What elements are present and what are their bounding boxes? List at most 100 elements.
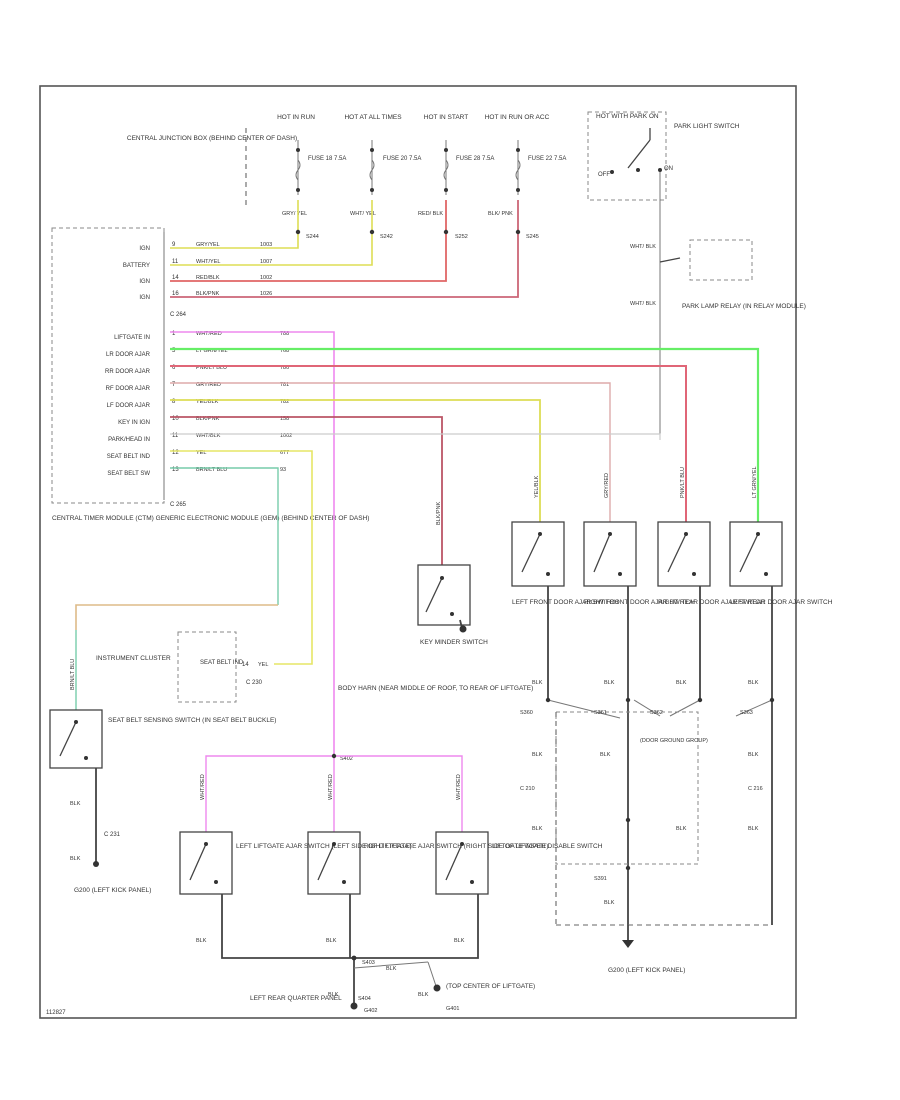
liftgate-blk-4: BLK (386, 966, 397, 972)
ctm-pin-circuit: 93 (280, 467, 286, 473)
door-connector-left: C 210 (520, 786, 535, 792)
feed-splice-2: S242 (380, 234, 393, 240)
ctm-pin-circuit: 1002 (280, 433, 292, 439)
ctm-pin-wire: WHT/BLK (196, 433, 221, 439)
door-ajar-switch-rr: RIGHT REAR DOOR AJAR SWITCH (657, 521, 765, 606)
ctm-pin-name: RR DOOR AJAR (105, 369, 151, 375)
liftgate-splice-s404: S404 (358, 996, 371, 1002)
body-harness-note: BODY HARN (NEAR MIDDLE OF ROOF, TO REAR … (338, 685, 533, 692)
door-ajar-switch-lf: LEFT FRONT DOOR AJAR SWITCH (511, 521, 619, 606)
ctm-pin-name: BATTERY (123, 263, 150, 269)
key-minder-switch: KEY MINDER SWITCH (417, 564, 488, 646)
door-wire-blk-10: BLK (748, 826, 759, 832)
ctm-pin-wire: BLK/PNK (196, 291, 220, 297)
feed-splice-4: S245 (526, 234, 539, 240)
ctm-pin-number: 10 (172, 416, 179, 422)
liftgate-switch-right: RIGHT LIFTGATE AJAR SWITCH (RIGHT SIDE O… (307, 831, 548, 895)
ctm-pin-number: 1 (172, 331, 176, 337)
ctm-pin-name: KEY IN IGN (118, 420, 150, 426)
liftgate-switch-left: LEFT LIFTGATE AJAR SWITCH (LEFT SIDE OF … (179, 831, 412, 895)
liftgate-switch-label: LIFTGATE WIPER DISABLE SWITCH (492, 843, 603, 850)
power-label-2: HOT AT ALL TIMES (344, 114, 402, 121)
ctm-pin-13: SEAT BELT SW 13 BRN/LT BLU 93 (107, 467, 286, 477)
seat-belt-ground-label: G200 (LEFT KICK PANEL) (74, 887, 151, 894)
liftgate-switch-label: RIGHT LIFTGATE AJAR SWITCH (RIGHT SIDE O… (364, 843, 548, 850)
park-light-switch-icon (610, 128, 662, 174)
ctm-pin-circuit: 768 (280, 348, 289, 354)
door-wire-blk-6: BLK (748, 752, 759, 758)
ctm-label: CENTRAL TIMER MODULE (CTM) GENERIC ELECT… (52, 515, 369, 522)
instrument-cluster-label: INSTRUMENT CLUSTER (96, 655, 171, 662)
ctm-connector-top: C 264 (170, 312, 187, 318)
liftgate-ground-g401: G401 (446, 1006, 459, 1012)
ctm-pin-wire: BRN/LT BLU (196, 467, 227, 473)
ctm-pin-number: 8 (172, 399, 176, 405)
ctm-pin-number: 6 (172, 365, 176, 371)
ctm-pin-number: 14 (172, 275, 179, 281)
rf-door-wire-label: GRY/RED (604, 473, 610, 498)
ctm-pin-circuit: 158 (280, 416, 289, 422)
ctm-pin-9: LF DOOR AJAR 8 YEL/BLK 782 (107, 399, 290, 409)
ctm-pin-number: 16 (172, 291, 179, 297)
ctm-pin-circuit: 780 (280, 365, 289, 371)
door-ajar-switch-rf: RIGHT FRONT DOOR AJAR SWITCH (583, 521, 695, 606)
door-switch-label: RIGHT FRONT DOOR AJAR SWITCH (584, 599, 695, 606)
ctm-pin-6: LR DOOR AJAR 5 LT GRN/YEL 768 (106, 348, 289, 358)
liftgate-ground-g402: G402 (364, 1008, 377, 1014)
door-ground-wiring (545, 586, 775, 948)
feed-wires (170, 200, 521, 298)
fuse-label-4: FUSE 22 7.5A (528, 156, 566, 162)
ctm-connector-bottom: C 265 (170, 502, 187, 508)
relay-wire-label: WHT/ BLK (630, 301, 656, 307)
power-label-3: HOT IN START (424, 114, 468, 121)
liftgate-blk-6: BLK (418, 992, 429, 998)
diagram-ref-number: 112827 (46, 1010, 66, 1016)
ctm-pin-3: IGN 14 RED/BLK 1002 (139, 275, 272, 285)
rr-door-wire-label: PNK/LT BLU (680, 467, 686, 498)
cluster-item-label: SEAT BELT IND (200, 660, 244, 666)
liftgate-blk-5: BLK (328, 992, 339, 998)
ctm-pin-circuit: 782 (280, 399, 289, 405)
seat-belt-ground-wire-label: BLK (70, 801, 81, 807)
liftgate-switch-wiper: LIFTGATE WIPER DISABLE SWITCH (435, 831, 603, 895)
ctm-pin-number: 11 (172, 259, 179, 265)
door-wire-blk-7: BLK (532, 752, 543, 758)
door-connector-right: C 216 (748, 786, 763, 792)
park-switch-title: HOT WITH PARK ON (596, 113, 659, 120)
ctm-pin-name: RF DOOR AJAR (106, 386, 151, 392)
door-wire-blk-4: BLK (748, 680, 759, 686)
ctm-pin-wire: YEL/BLK (196, 399, 219, 405)
feed-splice-1: S244 (306, 234, 319, 240)
liftgate-splice-s403: S403 (362, 960, 375, 966)
ctm-pin-number: 7 (172, 382, 176, 388)
ctm-pin-12: SEAT BELT IND 12 YEL 677 (107, 450, 289, 460)
fuse-symbols (295, 140, 521, 195)
seat-belt-switch-label: SEAT BELT SENSING SWITCH (IN SEAT BELT B… (108, 717, 276, 724)
relay-contact-icon (659, 257, 681, 263)
door-splice-s391: S391 (594, 876, 607, 882)
ctm-pin-wire: BLK/PNK (196, 416, 220, 422)
lf-door-wire-label: YEL/BLK (534, 475, 540, 498)
feed-wire-2: WHT/ YEL (350, 211, 376, 217)
ctm-pin-2: BATTERY 11 WHT/YEL 1007 (123, 259, 272, 269)
feed-splice-3: S252 (455, 234, 468, 240)
ctm-pin-circuit: 1007 (260, 259, 272, 265)
ctm-pin-wire: GRY/YEL (196, 242, 220, 248)
ctm-pin-wire: YEL (196, 450, 206, 456)
ctm-pin-number: 13 (172, 467, 179, 473)
door-wire-blk-1: BLK (532, 680, 543, 686)
door-wire-blk-2: BLK (604, 680, 615, 686)
ctm-pin-wire: LT GRN/YEL (196, 348, 228, 354)
door-wire-blk-9: BLK (676, 826, 687, 832)
door-wire-blk-8: BLK (532, 826, 543, 832)
liftgate-blk-3: BLK (454, 938, 465, 944)
park-wire-label: WHT/ BLK (630, 244, 656, 250)
power-feed-3: HOT IN START FUSE 28 7.5A RED/ BLK S252 (418, 114, 494, 240)
seat-belt-blk-label: BLK (70, 856, 81, 862)
ctm-pin-circuit: 788 (280, 331, 289, 337)
diagram-frame (39, 85, 797, 1019)
cjb-label: CENTRAL JUNCTION BOX (BEHIND CENTER OF D… (127, 135, 297, 142)
ctm-pin-10: KEY IN IGN 10 BLK/PNK 158 (118, 416, 289, 426)
park-light-switch-box (587, 111, 667, 201)
ctm-pin-11: PARK/HEAD IN 11 WHT/BLK 1002 (108, 433, 292, 443)
